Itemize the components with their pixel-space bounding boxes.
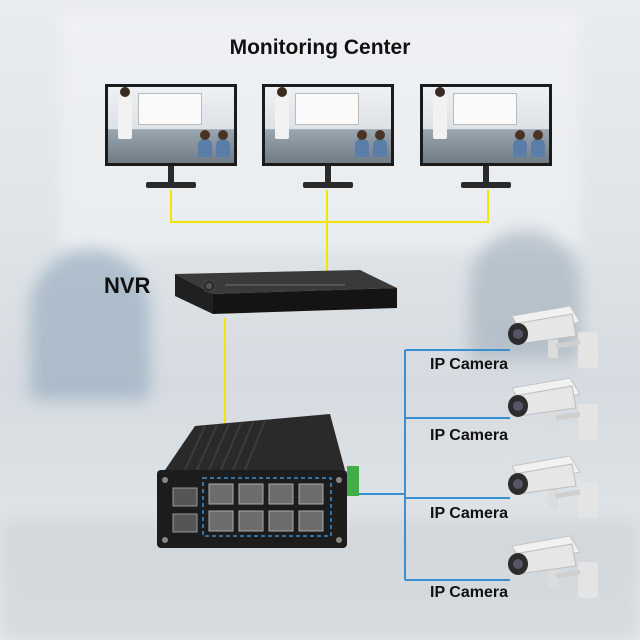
background-person bbox=[30, 250, 150, 400]
bullet-camera-icon bbox=[508, 535, 598, 598]
bullet-camera-icon bbox=[508, 377, 598, 440]
ethernet-port-icon bbox=[208, 483, 234, 505]
ip-camera-label: IP Camera bbox=[430, 427, 508, 444]
ethernet-port-icon bbox=[298, 510, 324, 532]
ip-camera-label: IP Camera bbox=[430, 356, 508, 373]
ethernet-port-icon bbox=[268, 483, 294, 505]
bullet-camera-icon bbox=[508, 455, 598, 518]
poe-switch-icon bbox=[157, 414, 359, 548]
monitor-stand bbox=[325, 166, 331, 182]
ethernet-port-icon bbox=[238, 483, 264, 505]
monitor-base bbox=[461, 182, 511, 188]
monitor-base bbox=[303, 182, 353, 188]
ip-camera-label: IP Camera bbox=[430, 505, 508, 522]
monitor-stand bbox=[168, 166, 174, 182]
monitor-icon bbox=[262, 84, 394, 166]
nvr-icon bbox=[175, 270, 397, 314]
ethernet-port-icon bbox=[208, 510, 234, 532]
monitor-stand bbox=[483, 166, 489, 182]
ethernet-port-icon bbox=[298, 483, 324, 505]
ip-camera-label: IP Camera bbox=[430, 584, 508, 601]
monitor-icon bbox=[420, 84, 552, 166]
ethernet-port-icon bbox=[238, 510, 264, 532]
monitor-base bbox=[146, 182, 196, 188]
ethernet-port-icon bbox=[268, 510, 294, 532]
bullet-camera-icon bbox=[508, 305, 598, 368]
monitor-icon bbox=[105, 84, 237, 166]
monitoring-center-title: Monitoring Center bbox=[229, 36, 411, 59]
nvr-label: NVR bbox=[104, 273, 151, 298]
